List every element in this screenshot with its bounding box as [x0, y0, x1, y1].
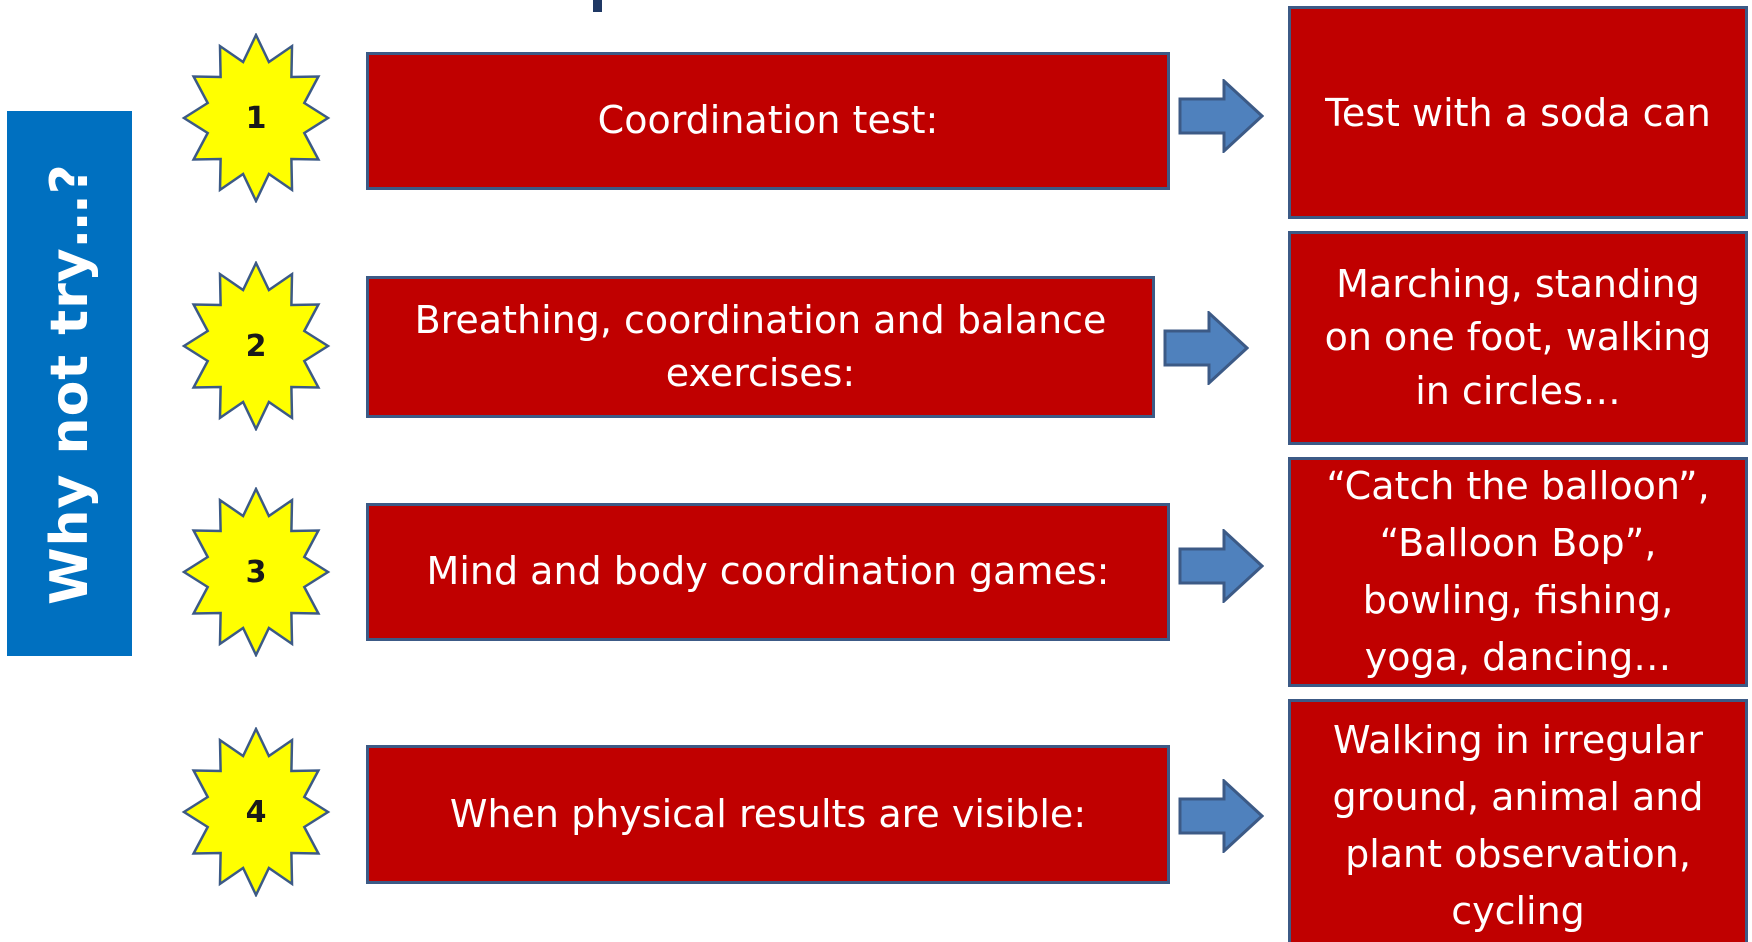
- starburst-icon: [181, 261, 331, 431]
- example-box-4: Walking in irregular ground, animal and …: [1288, 699, 1748, 942]
- example-text: Marching, standing on one foot, walking …: [1324, 262, 1712, 413]
- activity-box-3: Mind and body coordination games:: [366, 503, 1170, 641]
- activity-label: When physical results are visible:: [449, 791, 1087, 836]
- step-number: 1: [245, 100, 267, 136]
- activity-label: Breathing, coordination and balance exer…: [414, 297, 1107, 395]
- number-badge-star-1: 1: [181, 33, 331, 203]
- right-arrow-icon: [1178, 529, 1264, 603]
- side-banner-label: Why not try…?: [39, 162, 100, 605]
- right-arrow-icon: [1178, 779, 1264, 853]
- title-fragment: [593, 0, 602, 12]
- activity-box-2: Breathing, coordination and balance exer…: [366, 276, 1155, 418]
- right-arrow-icon: [1178, 79, 1264, 153]
- activity-label: Coordination test:: [597, 98, 939, 143]
- step-number: 4: [245, 794, 267, 830]
- example-text: Test with a soda can: [1325, 91, 1711, 135]
- side-banner: Why not try…?: [7, 111, 132, 656]
- activity-box-1: Coordination test:: [366, 52, 1170, 190]
- number-badge-star-2: 2: [181, 261, 331, 431]
- step-number: 2: [245, 328, 267, 364]
- example-text: “Catch the balloon”, “Balloon Bop”, bowl…: [1326, 464, 1710, 679]
- starburst-icon: [181, 487, 331, 657]
- example-box-2: Marching, standing on one foot, walking …: [1288, 231, 1748, 445]
- example-box-3: “Catch the balloon”, “Balloon Bop”, bowl…: [1288, 457, 1748, 687]
- starburst-icon: [181, 33, 331, 203]
- step-number: 3: [245, 554, 267, 590]
- activity-box-4: When physical results are visible:: [366, 745, 1170, 884]
- starburst-icon: [181, 727, 331, 897]
- number-badge-star-4: 4: [181, 727, 331, 897]
- example-box-1: Test with a soda can: [1288, 6, 1748, 219]
- example-text: Walking in irregular ground, animal and …: [1332, 718, 1704, 933]
- number-badge-star-3: 3: [181, 487, 331, 657]
- right-arrow-icon: [1163, 311, 1249, 385]
- activity-label: Mind and body coordination games:: [426, 549, 1110, 594]
